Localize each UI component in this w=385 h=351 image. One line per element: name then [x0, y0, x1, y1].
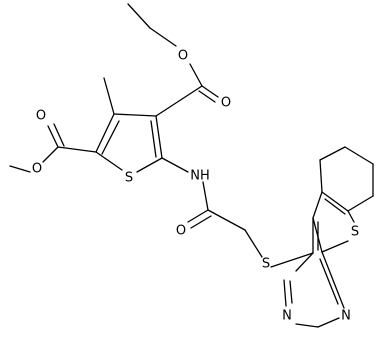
bond-cy-2	[344, 146, 374, 165]
bond-ester1-c-o-double	[198, 90, 216, 103]
bond-ethyl-ch3	[127, 3, 151, 29]
bond-py-6	[321, 251, 345, 309]
atom-o-ethyl-ester: O	[178, 49, 188, 64]
atom-o-methyl-ester: O	[32, 162, 42, 177]
atom-s-thiophene: S	[125, 171, 133, 186]
atom-s-benzothiophene: S	[351, 225, 359, 240]
bond-py-5	[317, 317, 340, 328]
bond-methyl	[103, 77, 115, 115]
atom-o-ethyl-carbonyl: O	[221, 96, 231, 111]
bond-ringA-c3-c4-double	[150, 120, 157, 158]
bond-amide-c-o	[187, 209, 209, 223]
bond-ringA-c4-s	[136, 157, 163, 173]
bond-cy-1	[319, 146, 346, 161]
bond-ethyl-ch2	[149, 27, 177, 47]
bond-ethyl-o	[189, 63, 203, 87]
bond-py-3-double	[289, 280, 293, 304]
bond-ester2-c-o	[47, 125, 59, 148]
atom-o-methyl-carbonyl: O	[36, 109, 46, 124]
bond-ester2-c-oester	[42, 146, 59, 163]
bond-ring-nh	[161, 157, 189, 173]
bond-th-3	[321, 240, 349, 253]
bond-cy-4	[347, 195, 374, 212]
atom-s-thioether: S	[262, 257, 270, 272]
bond-ringA-c3-c4	[155, 115, 163, 159]
atom-n-pyrimidine-2: N	[341, 309, 351, 324]
bond-th-1-double	[324, 198, 346, 215]
bond-nh-carbonyl	[202, 181, 209, 211]
bond-ringA-c3-c2	[113, 113, 157, 117]
bond-th-1	[321, 191, 349, 212]
bond-cy-5	[319, 159, 323, 193]
bond-py-4	[295, 323, 319, 328]
bond-amide-ch2	[207, 209, 246, 231]
bond-ringA-c2-c1-double	[101, 120, 120, 155]
bond-ester2-to-ring	[57, 146, 97, 153]
bond-ester1-c-o	[201, 85, 219, 98]
bond-ch2-s	[244, 229, 263, 258]
bond-py-3	[283, 279, 287, 307]
bond-ester2-c-o-double	[53, 123, 65, 147]
bond-ester1-to-ring	[155, 85, 203, 117]
atom-o-amide: O	[176, 224, 186, 239]
bond-th-4	[312, 191, 323, 219]
bond-py-6-double	[319, 258, 339, 305]
atom-n-pyrimidine-1: N	[282, 309, 292, 324]
bond-py-2	[295, 252, 314, 272]
bond-amide-c-o-double	[190, 215, 212, 229]
atom-labels: O O O O S NH O S S N N	[32, 49, 359, 324]
bond-ester2-o-ch3	[9, 165, 31, 173]
bond-ringA-c2-c1	[95, 113, 115, 153]
bond-s-pyrimidine	[270, 252, 314, 268]
atom-nh-amide: NH	[190, 169, 210, 184]
bonds	[9, 3, 374, 328]
bond-ringA-c1-s	[95, 151, 123, 171]
bond-th-2	[347, 210, 355, 223]
